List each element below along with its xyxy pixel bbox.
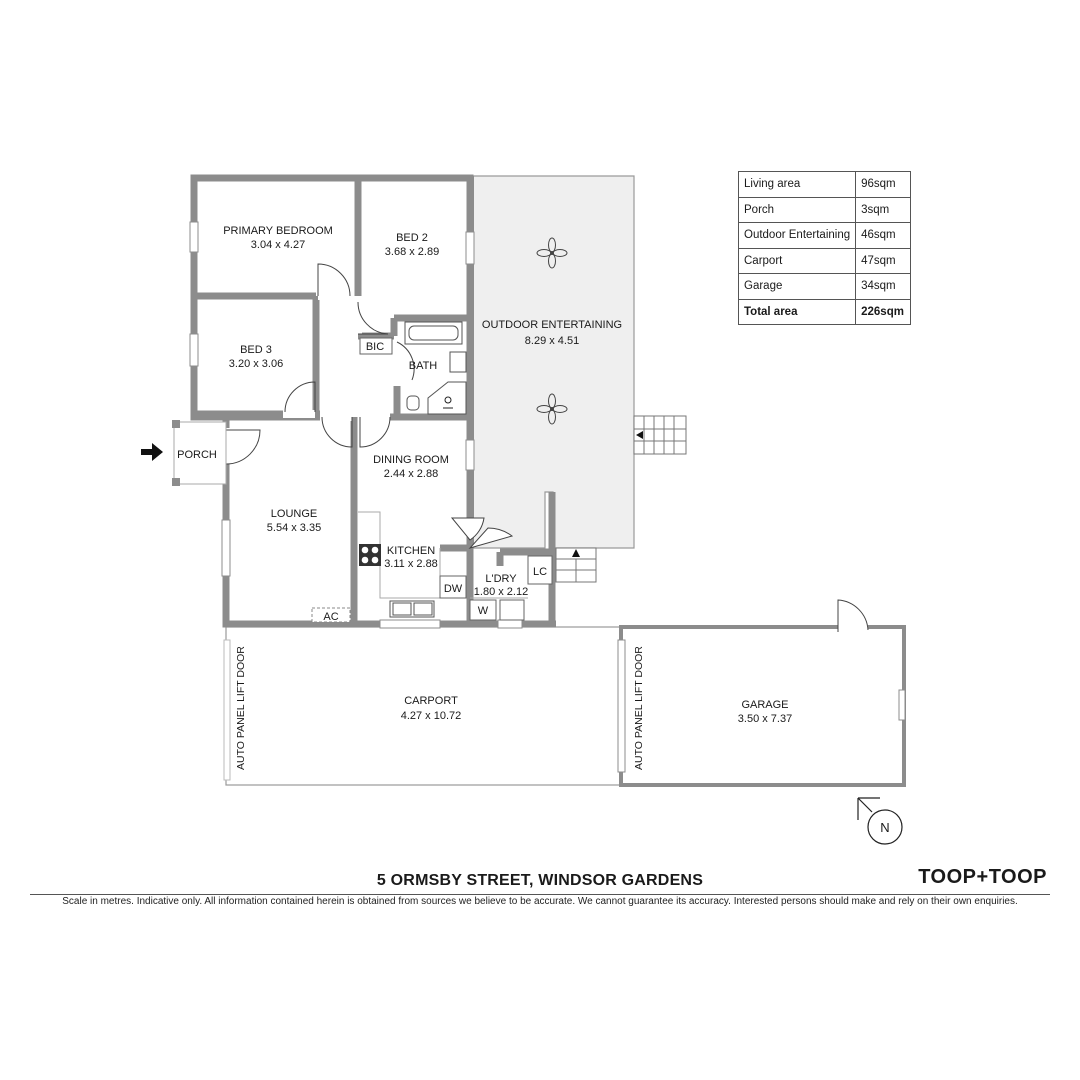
cooktop [359, 544, 381, 566]
label-bic: BIC [366, 341, 384, 353]
air-conditioner [311, 607, 351, 623]
garage-door-opening [838, 624, 868, 632]
disclaimer-text: Scale in metres. Indicative only. All in… [62, 896, 1018, 907]
room-size-kitchen: 3.11 x 2.88 [384, 558, 438, 570]
area-value: 47sqm [855, 247, 912, 274]
area-label: Outdoor Entertaining [737, 222, 857, 249]
washer [469, 599, 497, 621]
room-size-dining-room: 2.44 x 2.88 [384, 468, 438, 480]
laundry-doors [450, 517, 514, 549]
property-address: 5 ORMSBY STREET, WINDSOR GARDENS [376, 872, 704, 889]
area-table: Living area 96sqm Porch 3sqm Outdoor Ent… [737, 171, 912, 325]
compass-label: N [880, 820, 889, 835]
step-arrow-left-icon [636, 431, 643, 439]
room-size-garage: 3.50 x 7.37 [738, 713, 792, 725]
room-name-bed2: BED 2 [396, 232, 428, 244]
door-openings [222, 292, 401, 464]
label-porch: PORCH [177, 449, 217, 461]
label-w: W [478, 605, 489, 617]
room-name-lounge: LOUNGE [271, 508, 317, 520]
area-value: 3sqm [855, 196, 912, 223]
room-name-outdoor-entertaining: OUTDOOR ENTERTAINING [482, 319, 622, 331]
room-name-bed3: BED 3 [240, 344, 272, 356]
label-lc: LC [533, 566, 547, 578]
label-bath: BATH [409, 360, 438, 372]
label-garage-lift-door: AUTO PANEL LIFT DOOR [633, 646, 645, 770]
floor-plan: N PRIMARY BEDROOM 3.04 x 4.27 BED 2 3.68… [141, 174, 906, 845]
area-value: 96sqm [855, 171, 912, 198]
area-value: 226sqm [855, 298, 912, 325]
room-size-outdoor-entertaining: 8.29 x 4.51 [525, 335, 579, 347]
garage-window [898, 689, 906, 721]
area-label: Total area [737, 298, 857, 325]
footer-divider [30, 894, 1050, 895]
north-compass-icon: N [857, 797, 903, 845]
door-swings [225, 263, 415, 465]
room-name-primary-bedroom: PRIMARY BEDROOM [223, 225, 333, 237]
linen-cupboard [527, 555, 553, 585]
ceiling-fan-icon [536, 237, 568, 269]
room-size-primary-bedroom: 3.04 x 4.27 [251, 239, 305, 251]
laundry-trough [499, 599, 525, 621]
dishwasher [439, 575, 467, 599]
shower-head-icon [443, 396, 453, 409]
room-size-bed3: 3.20 x 3.06 [229, 358, 283, 370]
table-row: Garage 34sqm [737, 273, 912, 300]
room-size-laundry: 1.80 x 2.12 [474, 586, 528, 598]
room-name-laundry: L'DRY [485, 573, 517, 585]
room-name-dining-room: DINING ROOM [373, 454, 449, 466]
bath-fixtures [404, 321, 467, 415]
area-label: Living area [737, 171, 857, 198]
step-arrow-up-icon [572, 549, 580, 557]
ceiling-fan-icon [536, 393, 568, 425]
entry-arrow-icon [141, 443, 163, 461]
label-carport-lift-door: AUTO PANEL LIFT DOOR [235, 646, 247, 770]
garage-door-swing [837, 599, 869, 632]
area-label: Garage [737, 273, 857, 300]
table-row: Outdoor Entertaining 46sqm [737, 222, 912, 249]
room-size-lounge: 5.54 x 3.35 [267, 522, 321, 534]
carport-slab [225, 626, 622, 786]
garage-lift-door [617, 639, 626, 773]
area-label: Carport [737, 247, 857, 274]
carport-lift-door [223, 639, 231, 781]
brand-logo: TOOP+TOOP [918, 866, 1047, 888]
windows [189, 221, 523, 629]
room-size-bed2: 3.68 x 2.89 [385, 246, 439, 258]
room-name-garage: GARAGE [741, 699, 788, 711]
kitchen-sink [389, 600, 435, 618]
porch-structure [172, 420, 227, 486]
table-row-total: Total area 226sqm [737, 298, 912, 325]
table-row: Living area 96sqm [737, 171, 912, 198]
area-label: Porch [737, 196, 857, 223]
table-row: Carport 47sqm [737, 247, 912, 274]
room-name-carport: CARPORT [404, 695, 458, 707]
room-name-kitchen: KITCHEN [387, 545, 435, 557]
bic-closet [359, 337, 393, 355]
room-size-carport: 4.27 x 10.72 [401, 710, 462, 722]
area-value: 46sqm [855, 222, 912, 249]
label-ac: AC [323, 611, 338, 623]
label-dw: DW [444, 583, 463, 595]
outdoor-steps [633, 415, 687, 455]
area-value: 34sqm [855, 273, 912, 300]
table-row: Porch 3sqm [737, 196, 912, 223]
